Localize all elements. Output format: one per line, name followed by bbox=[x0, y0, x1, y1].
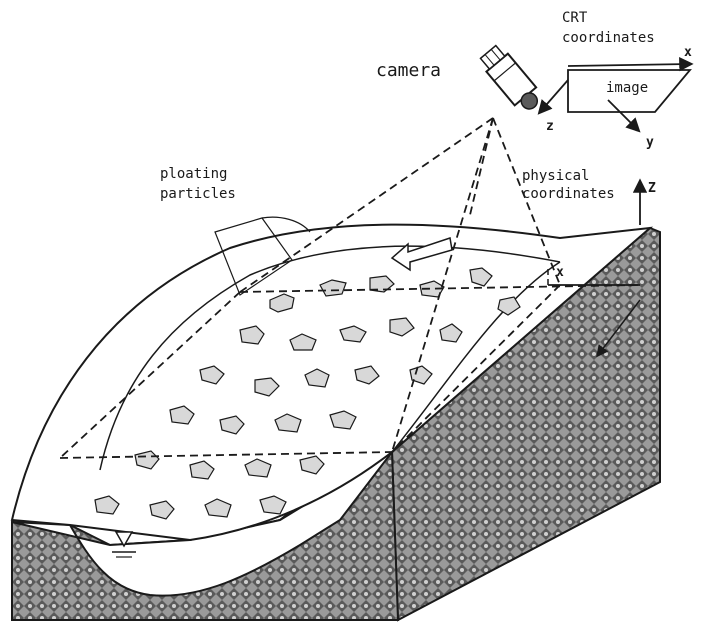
crt-z-axis bbox=[540, 80, 568, 112]
crt-y-axis-label: y bbox=[646, 135, 654, 150]
crt-x-axis bbox=[568, 64, 690, 66]
view-ray-near bbox=[470, 118, 493, 215]
image-label: image bbox=[606, 80, 648, 96]
particles-label-line2: particles bbox=[160, 186, 236, 202]
camera-label: camera bbox=[376, 60, 441, 81]
crt-label-line2: coordinates bbox=[562, 30, 655, 46]
physical-label-line1: physical bbox=[522, 168, 589, 184]
crt-coordinate-system bbox=[540, 64, 690, 130]
camera-icon bbox=[477, 43, 545, 116]
phys-z-axis-label: Z bbox=[648, 181, 656, 196]
crt-x-axis-label: x bbox=[684, 45, 692, 60]
crt-label-line1: CRT bbox=[562, 10, 588, 26]
phys-x-axis-label: x bbox=[556, 265, 564, 280]
particle-pointer-arc bbox=[262, 217, 310, 232]
physical-label-line2: coordinates bbox=[522, 186, 615, 202]
particles-label-line1: ploating bbox=[160, 166, 227, 182]
crt-z-axis-label: z bbox=[546, 119, 554, 134]
